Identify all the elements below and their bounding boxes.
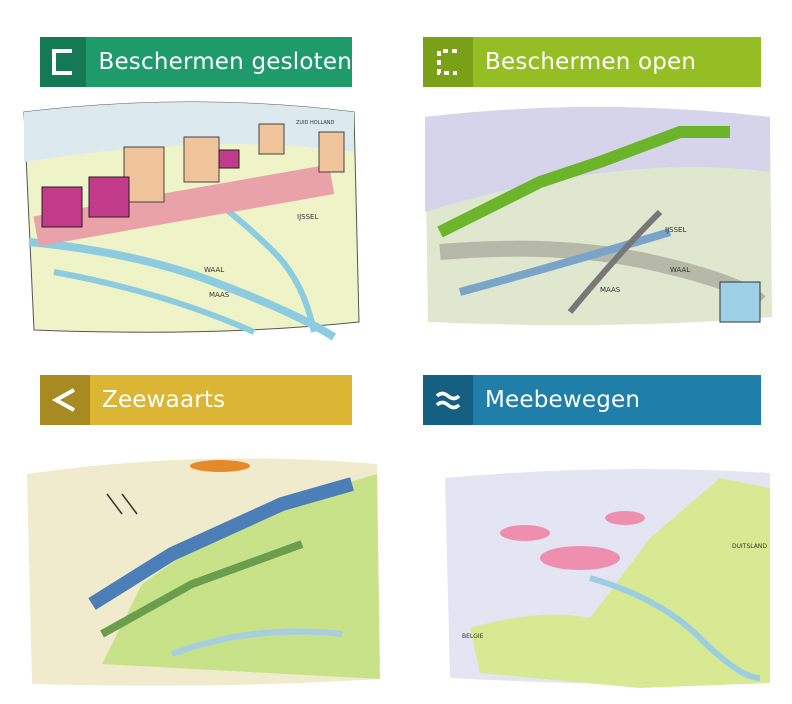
illustration-meebewegen: DUITSLAND BELGIE xyxy=(440,458,774,692)
river-label-ijssel: IJSSEL xyxy=(297,213,318,221)
open-dashed-bracket-icon xyxy=(423,37,473,87)
illustration-zeewaarts xyxy=(22,434,386,692)
illustration-beschermen-open: IJSSEL WAAL MAAS xyxy=(420,92,776,332)
illustration-beschermen-gesloten: IJSSEL WAAL MAAS ZUID HOLLAND xyxy=(14,92,366,340)
panel-title: Beschermen gesloten xyxy=(98,49,352,75)
country-label-duitsland: DUITSLAND xyxy=(732,543,767,550)
river-label-maas: MAAS xyxy=(600,286,621,294)
river-label-ijssel: IJSSEL xyxy=(665,226,686,234)
panel-header-beschermen-gesloten: Beschermen gesloten xyxy=(40,37,352,87)
region-label: ZUID HOLLAND xyxy=(296,120,335,126)
closed-bracket-icon xyxy=(40,37,87,87)
panel-title: Beschermen open xyxy=(485,49,697,75)
waves-icon xyxy=(423,375,473,425)
river-label-maas: MAAS xyxy=(209,291,230,299)
panel-header-meebewegen: Meebewegen xyxy=(423,375,761,425)
panel-header-beschermen-open: Beschermen open xyxy=(423,37,761,87)
panel-title: Zeewaarts xyxy=(102,387,226,413)
panel-header-zeewaarts: Zeewaarts xyxy=(40,375,352,425)
panel-title: Meebewegen xyxy=(485,387,641,413)
river-label-waal: WAAL xyxy=(670,266,690,274)
river-label-waal: WAAL xyxy=(204,266,224,274)
country-label-belgie: BELGIE xyxy=(462,633,484,640)
chevron-left-icon xyxy=(40,375,90,425)
